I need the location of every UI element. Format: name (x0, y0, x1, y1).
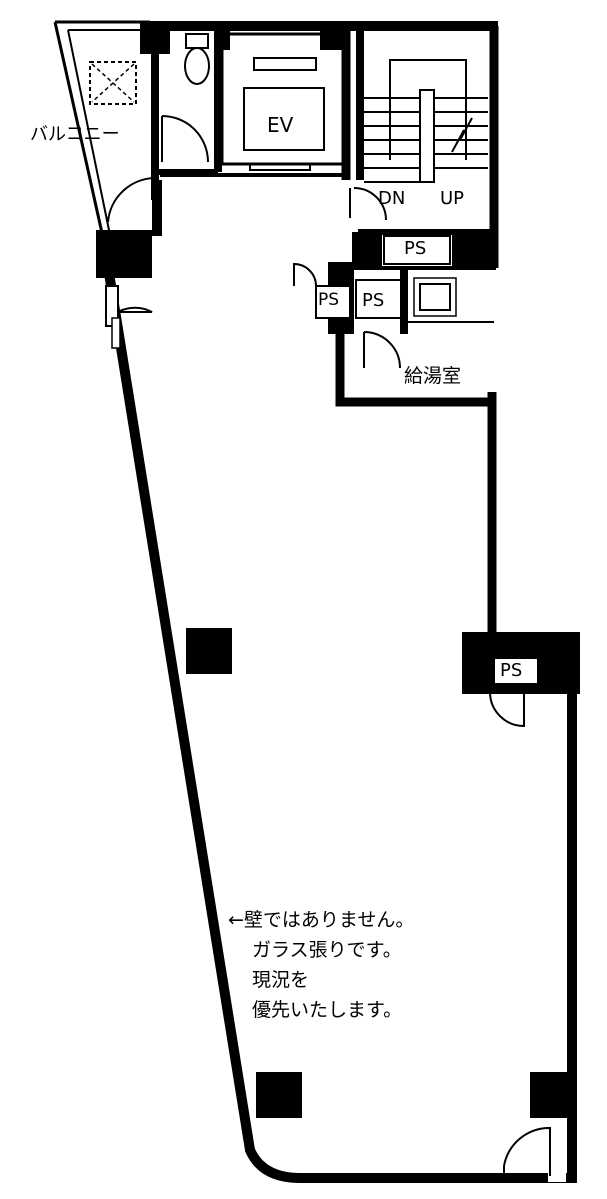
toilet-tank (185, 33, 209, 49)
balcony-inner-rail (67, 29, 148, 236)
kitchenette-label: 給湯室 (404, 365, 462, 387)
note-arrow: ← (228, 909, 244, 931)
entrance-door-leaf (111, 317, 121, 349)
entrance-door-swing (117, 306, 153, 313)
ps-left-door-swing (293, 262, 317, 287)
note-line: 現況を (252, 969, 310, 991)
column (530, 1072, 570, 1118)
outer-wall (99, 241, 577, 1183)
pillar (320, 22, 342, 50)
toilet-bowl (184, 47, 210, 85)
note-line: ガラス張りです。 (252, 939, 402, 961)
main-door-swing (503, 1126, 551, 1176)
stair-door-swing (349, 187, 387, 221)
stair-down-label: DN (378, 188, 406, 209)
kitchenette-sink (419, 283, 451, 311)
column (256, 1072, 302, 1118)
pillar (352, 232, 382, 268)
stair-break-mark (451, 129, 465, 153)
ps-center-box (355, 279, 403, 319)
stair-landing-line (389, 59, 467, 160)
elevator-label: EV (267, 113, 294, 137)
note-line: 壁ではありません。 (243, 909, 415, 931)
main-door-opening (548, 1126, 566, 1182)
kitchenette-wall (335, 320, 494, 407)
kitchenette-door-swing (363, 331, 401, 369)
ps-center-label: PS (362, 290, 385, 311)
ps-left-box (315, 285, 351, 319)
balcony-unit-box (89, 61, 137, 105)
column (186, 628, 232, 674)
note-line: 優先いたします。 (252, 999, 403, 1021)
elevator-door (249, 163, 311, 171)
elevator-car (243, 87, 325, 151)
stair-up-label: UP (440, 188, 465, 209)
elevator-shaft (220, 32, 348, 166)
toilet-door-swing (161, 115, 209, 163)
balcony-door-swing (107, 176, 157, 223)
ps-left-label: PS (318, 290, 340, 310)
pillar (452, 232, 496, 268)
elevator-counterweight (253, 57, 317, 71)
balcony-outline (53, 20, 150, 243)
ps-right-box (493, 657, 539, 685)
balcony-unit-cross (91, 63, 135, 103)
balcony-label: バルコニー (30, 124, 120, 145)
stair-break-mark (459, 117, 473, 141)
kitchenette-counter (413, 277, 457, 317)
glass-wall-note: ←壁ではありません。 ガラス張りです。 現況を 優先いたします。 (228, 905, 414, 1025)
ps-right-door-swing (489, 691, 525, 728)
pillar (96, 230, 152, 278)
ps-top-box (383, 235, 451, 265)
stair-handrail (419, 89, 435, 183)
ps-top-label: PS (404, 238, 427, 259)
ps-right-label: PS (500, 660, 523, 681)
